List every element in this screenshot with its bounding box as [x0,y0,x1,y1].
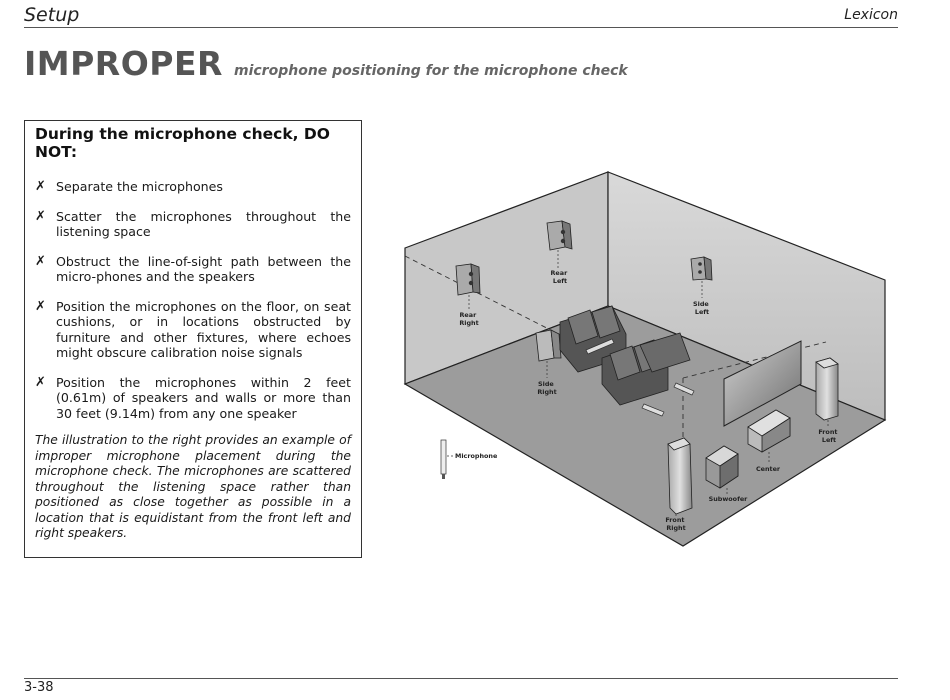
page-title-subtitle: microphone positioning for the microphon… [234,63,628,79]
center-speaker [747,409,791,453]
center-label: Center [756,465,781,473]
side-right-label: Side Right [537,380,556,396]
rear-right-speaker [455,263,481,296]
scattered-microphones [585,338,695,417]
section-title: Setup [24,4,80,26]
list-item-text: Separate the microphones [56,179,223,194]
microphone-legend-icon [440,439,447,479]
list-item-text: Scatter the microphones throughout the l… [56,208,351,240]
list-item-text: Position the microphones within 2 feet (… [56,374,351,421]
list-item-text: Obstruct the line-of-sight path between … [56,253,351,285]
illustration-note: The illustration to the right provides a… [35,433,351,540]
rear-left-label: Rear Left [551,269,570,285]
projection-screen [723,340,802,427]
subwoofer-label: Subwoofer [709,495,749,503]
front-right-label: Front Right [665,516,686,532]
x-mark-icon: ✗ [35,374,46,390]
side-left-label: Side Left [693,300,711,316]
theater-seats [559,305,691,406]
list-item: ✗ Scatter the microphones throughout the… [35,209,351,240]
front-right-speaker [667,437,693,515]
page-number: 3-38 [24,680,54,695]
list-item: ✗ Separate the microphones [35,179,351,195]
list-item: ✗ Obstruct the line-of-sight path betwee… [35,254,351,285]
page-title: IMPROPER microphone positioning for the … [24,44,628,83]
do-not-box: During the microphone check, DO NOT: ✗ S… [24,120,362,558]
subwoofer [705,445,739,489]
list-item: ✗ Position the microphones on the floor,… [35,299,351,361]
brand-name: Lexicon [844,7,898,23]
box-heading: During the microphone check, DO NOT: [35,125,330,161]
front-left-label: Front Left [818,428,839,444]
header-rule [24,27,898,28]
side-left-speaker [690,256,713,281]
front-left-speaker [815,357,839,421]
x-mark-icon: ✗ [35,208,46,224]
page-title-main: IMPROPER [24,44,223,83]
x-mark-icon: ✗ [35,253,46,269]
list-item: ✗ Position the microphones within 2 feet… [35,375,351,422]
side-right-speaker [535,329,562,362]
list-item-text: Position the microphones on the floor, o… [56,298,351,361]
label-leaders [447,250,829,517]
x-mark-icon: ✗ [35,298,46,314]
rear-left-speaker [546,220,573,251]
x-mark-icon: ✗ [35,179,46,194]
microphone-label: Microphone [455,452,498,460]
footer-rule [24,678,898,679]
rear-right-label: Rear Right [459,311,478,327]
